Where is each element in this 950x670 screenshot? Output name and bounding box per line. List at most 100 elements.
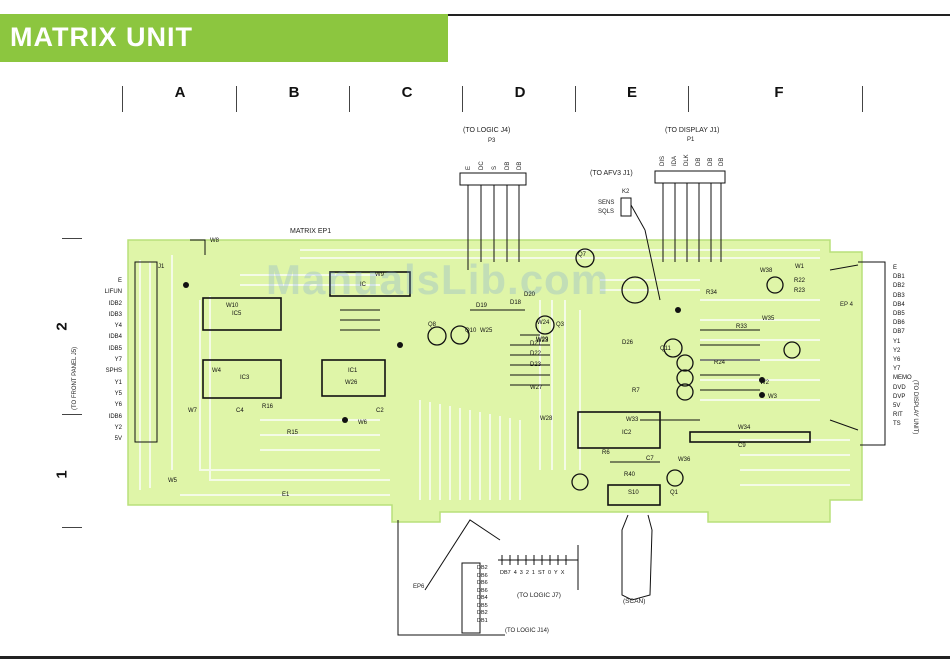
p1-caption: (TO DISPLAY J1) <box>665 127 720 134</box>
r6-label: R6 <box>602 450 610 456</box>
left-pin: Y4 <box>114 323 122 330</box>
w5-label: W5 <box>168 478 177 484</box>
left-pin: IDB5 <box>108 345 122 352</box>
j7-pin: 2 <box>525 570 529 576</box>
w36-label: W36 <box>678 457 691 463</box>
w23-label: W23 <box>536 338 549 344</box>
p3-pin-4: DB <box>505 161 511 170</box>
right-pin: DB4 <box>893 301 905 308</box>
p1-pin-2: IDA <box>672 155 678 166</box>
w2-label: W2 <box>760 380 769 386</box>
right-pin: TS <box>893 421 901 428</box>
left-pin: IDB4 <box>108 334 122 341</box>
p1-pin-1: DIS <box>660 155 666 166</box>
j7-pin: X <box>560 570 565 576</box>
r24-label: R24 <box>714 360 726 366</box>
left-pin: Y5 <box>114 390 122 397</box>
grid-tick <box>122 86 123 112</box>
c7-label: C7 <box>646 456 654 462</box>
grid-tick <box>462 86 463 112</box>
s10-label: S10 <box>628 490 639 496</box>
w10-label: W10 <box>226 303 239 309</box>
j7-pin: Y <box>554 570 558 576</box>
d19-label: D19 <box>476 303 488 309</box>
column-label-c: C <box>401 84 413 101</box>
w24-label: W24 <box>537 320 550 326</box>
d22-label: D22 <box>530 351 542 357</box>
right-pin: MEMO <box>893 375 912 382</box>
ep6-pin: DB6 <box>477 580 488 586</box>
c2-label: C2 <box>376 408 384 414</box>
grid-tick <box>62 238 82 239</box>
r22-label: R22 <box>794 278 806 284</box>
r33-label: R33 <box>736 324 748 330</box>
right-pin: RIT <box>893 412 903 419</box>
left-pin: IDB6 <box>108 413 122 420</box>
grid-tick <box>862 86 863 112</box>
j1-label: J1 <box>158 264 165 270</box>
q1-label: Q1 <box>670 490 679 496</box>
k2-caption: (TO AFV3 J1) <box>590 170 633 177</box>
p1-pin-6: DB <box>719 157 725 166</box>
column-label-f: F <box>774 84 784 101</box>
left-pin: Y6 <box>114 402 122 409</box>
r40-label: R40 <box>624 472 636 478</box>
c9-label: C9 <box>738 443 746 449</box>
w7-label: W7 <box>188 408 197 414</box>
w6-label: W6 <box>358 420 367 426</box>
ep4-side-label: (TO DISPLAY UNIT) <box>912 380 918 435</box>
w3-label: W3 <box>768 394 777 400</box>
p1-pin-5: DB <box>708 157 714 166</box>
w9-label: W9 <box>375 272 384 278</box>
right-pin: Y6 <box>893 357 901 364</box>
p3-pin-3: S <box>492 165 498 170</box>
k2-pin-1: SENS <box>598 200 615 206</box>
grid-tick <box>575 86 576 112</box>
p1-pin-3: DLK <box>684 154 690 166</box>
grid-tick <box>62 414 82 415</box>
d23-label: D23 <box>530 362 542 368</box>
j7-pin: 1 <box>531 570 535 576</box>
p3-name: P3 <box>488 138 496 144</box>
ep4-name: EP 4 <box>840 302 853 308</box>
column-label-d: D <box>514 84 526 101</box>
ic2-label: IC2 <box>622 430 632 436</box>
q8-label: Q8 <box>428 322 437 328</box>
ep6-caption: (TO LOGIC J14) <box>505 628 549 634</box>
right-pin: DVP <box>893 393 906 400</box>
e1-label: E1 <box>282 492 290 498</box>
p3-pin-2: DC <box>479 161 485 170</box>
w38-label: W38 <box>760 268 773 274</box>
k2-name: K2 <box>622 189 630 195</box>
right-pin: E <box>893 265 898 271</box>
r7-label: R7 <box>632 388 640 394</box>
left-pin: E <box>117 278 122 284</box>
grid-tick <box>349 86 350 112</box>
k2-pin-2: SQLS <box>598 209 615 215</box>
q10-label: Q10 <box>465 328 477 334</box>
w33-label: W33 <box>626 417 639 423</box>
grid-tick <box>688 86 689 112</box>
q3-label: Q3 <box>556 322 565 328</box>
right-pin: DB3 <box>893 292 905 299</box>
w26-label: W26 <box>345 380 358 386</box>
ep6-pin: DB2 <box>477 610 488 616</box>
q11-label: Q11 <box>660 346 671 352</box>
ep6-pin: DB6 <box>477 587 488 594</box>
left-pin-list: E LIFUN IDB2 IDB3 Y4 IDB4 IDB5 Y7 SPHS Y… <box>98 276 122 445</box>
right-pin: Y7 <box>893 366 901 373</box>
ep6-name: EP6 <box>413 584 425 590</box>
d21-label: D21 <box>530 341 542 347</box>
left-pin: LIFUN <box>104 289 122 296</box>
w8-label: W8 <box>210 238 219 244</box>
ic3-label: IC3 <box>240 375 250 381</box>
left-pin: IDB2 <box>108 300 122 307</box>
j7-pin: 4 <box>513 570 517 576</box>
grid-tick <box>236 86 237 112</box>
ic1-label: IC1 <box>348 368 358 374</box>
right-pin: DB2 <box>893 283 905 290</box>
right-pin: DB6 <box>893 320 905 327</box>
d26-label: D26 <box>622 340 634 346</box>
p3-pin-5: DB <box>517 161 523 170</box>
